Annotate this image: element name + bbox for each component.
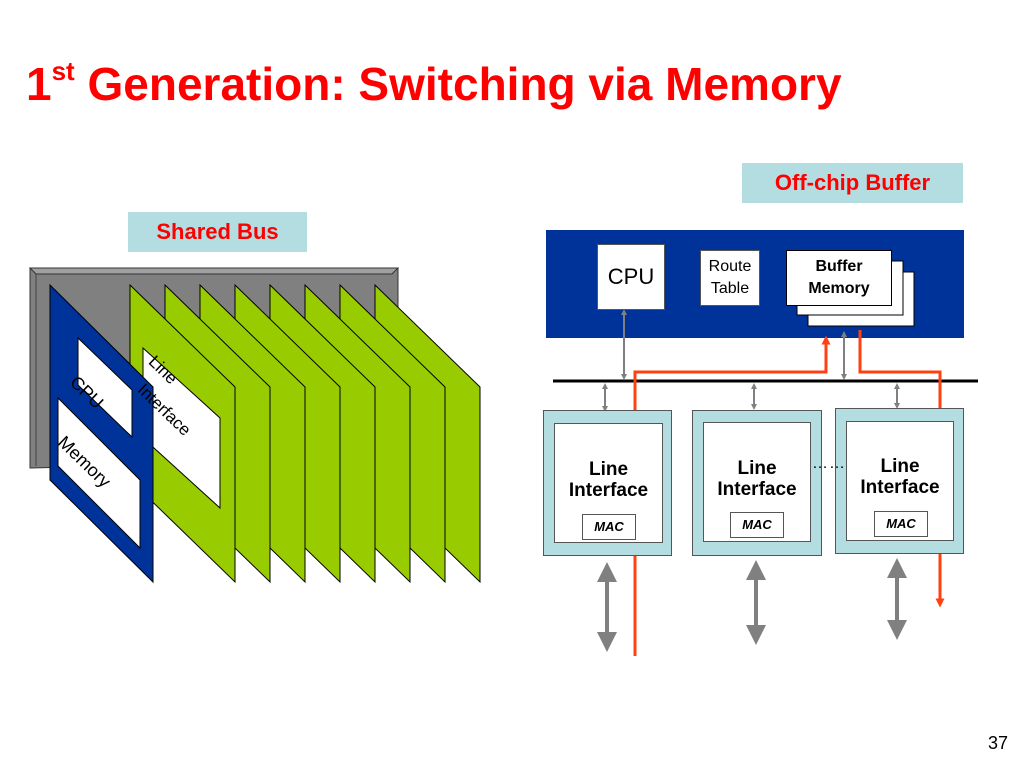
mac-label: MAC [874,511,928,537]
more-line-cards-ellipsis: …… [812,455,846,472]
external-link-arrows [597,558,907,652]
page-number: 37 [988,733,1009,753]
mac-label: MAC [582,514,636,540]
cpu-memory-board [49,283,154,584]
buffer-memory-line1: Buffer [815,258,863,275]
shared-bus-callout: Shared Bus [128,212,307,252]
page-title: 1st Generation: Switching via Memory [26,56,842,110]
line-interface-cards [129,283,481,584]
mac-label: MAC [730,512,784,538]
buffer-memory-line2: Memory [808,280,870,297]
front-line-interface-card [129,283,236,584]
cpu-block: CPU [597,244,665,310]
route-table-line1: Route [708,258,752,275]
off-chip-buffer-callout: Off-chip Buffer [742,163,963,203]
route-table-line2: Table [710,280,750,297]
title-superscript: st [51,56,75,86]
bus-connectors [602,309,900,412]
